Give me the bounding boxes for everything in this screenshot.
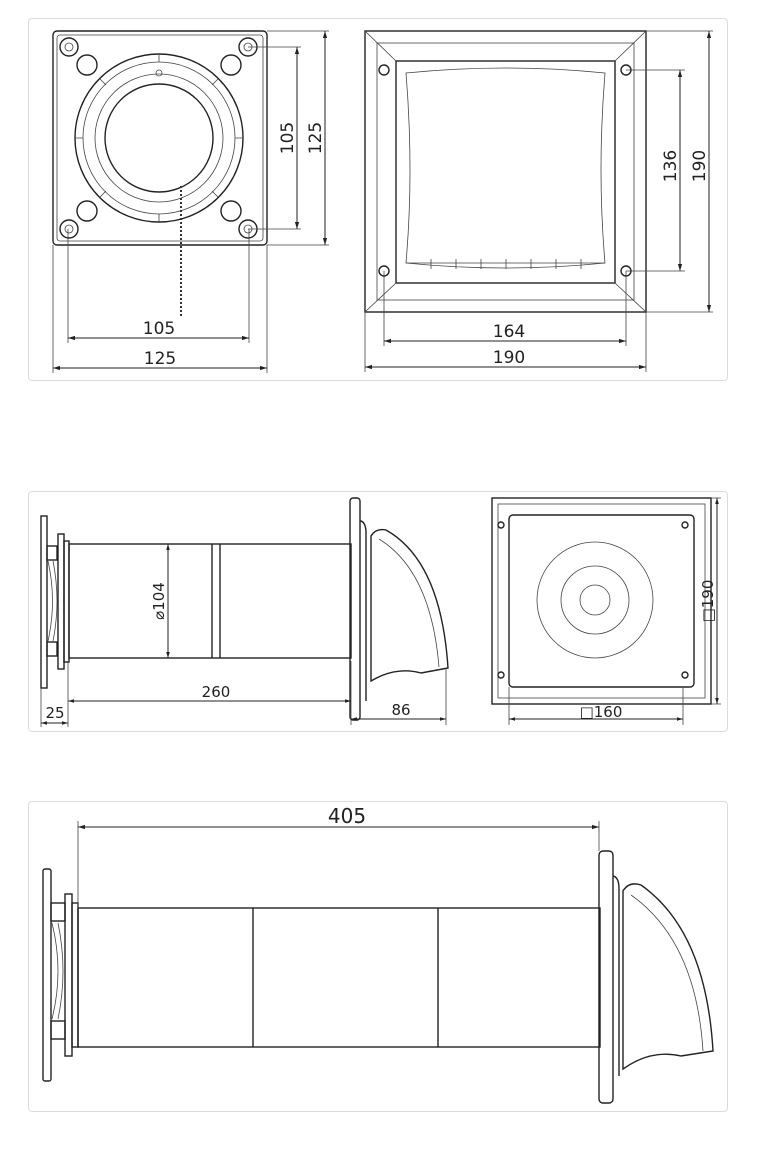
hood-front-view bbox=[491, 497, 712, 705]
side-view-dimensions: ⌀104 25 260 86 bbox=[40, 544, 447, 727]
dim-25: 25 bbox=[45, 704, 64, 722]
outer-grille-dimensions: 136 190 164 190 bbox=[364, 30, 713, 372]
hood-front-dimensions: □190 □160 bbox=[508, 497, 721, 725]
full-length-card: 405 bbox=[28, 801, 728, 1112]
dim-164-horizontal: 164 bbox=[493, 322, 525, 342]
side-views-drawing: ⌀104 25 260 86 □190 □160 bbox=[40, 497, 721, 727]
dim-190-vertical: 190 bbox=[690, 150, 710, 182]
front-views-drawing: 105 125 105 125 136 190 164 190 bbox=[52, 30, 713, 373]
dim-136-vertical: 136 bbox=[661, 150, 681, 182]
dim-405: 405 bbox=[328, 804, 366, 828]
dim-105-vertical: 105 bbox=[278, 122, 298, 154]
full-length-dimensions: 405 bbox=[77, 804, 600, 908]
inner-plate-dimensions: 105 125 105 125 bbox=[52, 30, 329, 373]
mounting-holes bbox=[59, 37, 258, 239]
dim-105-horizontal: 105 bbox=[143, 319, 175, 339]
dim-125-horizontal: 125 bbox=[144, 349, 176, 369]
front-views-card: 105 125 105 125 136 190 164 190 bbox=[28, 18, 728, 381]
ventilator-full-side-view bbox=[42, 850, 714, 1104]
dim-diameter-104: ⌀104 bbox=[150, 582, 168, 620]
full-length-drawing: 405 bbox=[42, 804, 714, 1104]
dim-160-square: □160 bbox=[580, 703, 623, 721]
dim-260: 260 bbox=[202, 683, 231, 701]
dim-86: 86 bbox=[391, 701, 410, 719]
dim-125-vertical: 125 bbox=[306, 122, 326, 154]
dim-190-square: □190 bbox=[699, 580, 717, 623]
dim-190-horizontal: 190 bbox=[493, 348, 525, 368]
side-views-card: ⌀104 25 260 86 □190 □160 bbox=[28, 491, 728, 732]
inner-plate-front-view bbox=[52, 30, 268, 316]
ventilator-side-view bbox=[40, 497, 449, 721]
outer-grille-front-view bbox=[364, 30, 647, 313]
